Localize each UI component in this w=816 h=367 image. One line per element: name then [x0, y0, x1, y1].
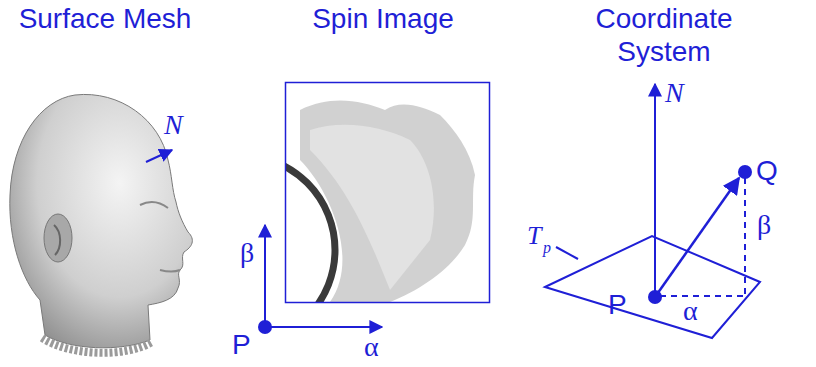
- panel-title: Surface Mesh: [10, 2, 200, 35]
- axis-label: N: [164, 110, 183, 141]
- tangent-plane: [545, 236, 760, 338]
- point-label: P: [232, 330, 251, 361]
- alpha-dash: [660, 295, 745, 297]
- point-dot: [648, 290, 662, 304]
- panel-title: Coordinate System: [549, 2, 779, 68]
- axis-label: β: [240, 238, 254, 269]
- beta-dash: [744, 178, 746, 296]
- panel-title: Spin Image: [288, 2, 478, 35]
- point-label: Q: [756, 156, 778, 187]
- normal-axis: [654, 84, 656, 297]
- plane-subscript: p: [543, 239, 551, 257]
- normal-arrow: [146, 150, 172, 162]
- point-dot: [258, 320, 272, 334]
- point-label: P: [608, 290, 627, 321]
- beta-axis: [264, 225, 266, 327]
- axis-label: N: [665, 78, 684, 109]
- axis-label: α: [683, 296, 698, 327]
- axis-label: α: [364, 332, 379, 363]
- spin-image: [286, 101, 475, 302]
- point-dot: [738, 165, 752, 179]
- alpha-axis: [265, 326, 382, 328]
- plane-tick: [556, 247, 578, 259]
- vector-pq: [655, 178, 739, 297]
- head-mesh: [10, 94, 193, 352]
- plane-label: T: [527, 222, 541, 251]
- axis-label: β: [757, 210, 771, 241]
- spin-image-frame: [286, 83, 490, 303]
